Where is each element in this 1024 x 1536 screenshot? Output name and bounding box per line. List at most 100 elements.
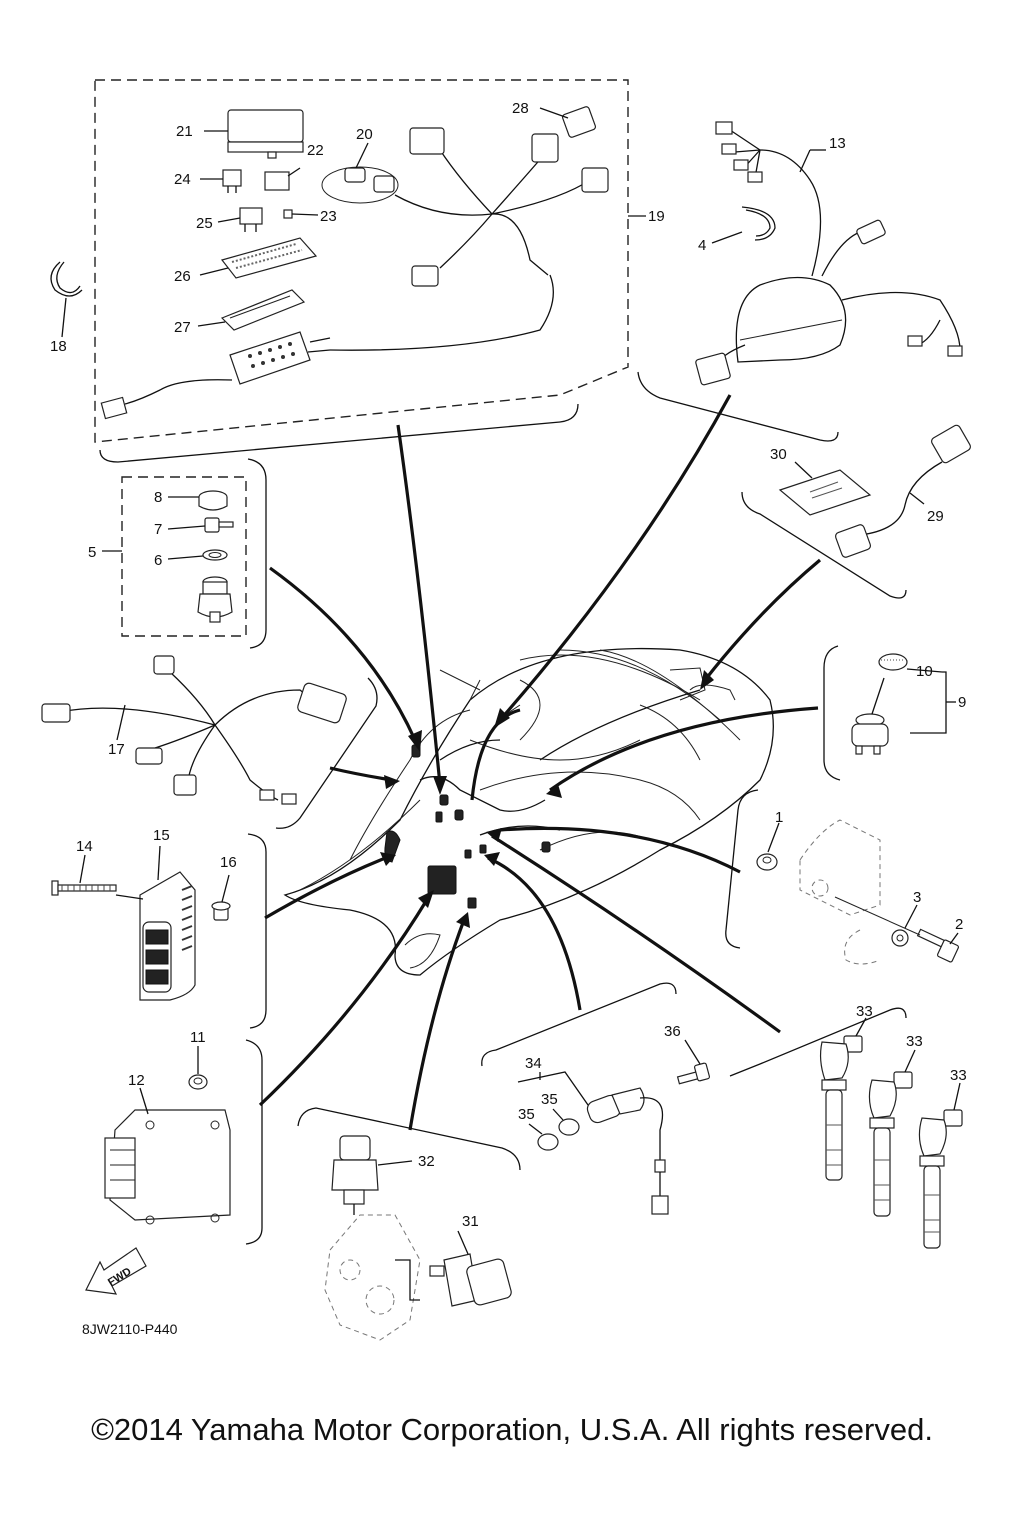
label-11: 11 <box>190 1029 206 1046</box>
label-10: 10 <box>916 663 933 680</box>
group-5-box <box>102 458 267 649</box>
label-32: 32 <box>418 1153 435 1170</box>
bracket-11-12 <box>245 1039 263 1245</box>
label-sheet-26 <box>220 237 318 279</box>
switch-9 <box>851 677 889 755</box>
main-switch <box>197 576 233 623</box>
label-22: 22 <box>307 142 324 159</box>
part-labels: 1 2 3 4 5 6 7 8 9 10 11 12 13 14 15 16 1… <box>50 100 967 1337</box>
label-14: 14 <box>76 838 93 855</box>
bracket-17 <box>275 677 378 829</box>
cover-27 <box>220 289 306 331</box>
pump-ghost <box>324 1214 421 1341</box>
sensor-34 <box>586 1087 669 1215</box>
label-29: 29 <box>927 508 944 525</box>
group-19-box <box>94 79 629 463</box>
fwd-arrow-icon <box>85 1247 147 1295</box>
group-1-3-bracket <box>725 789 759 949</box>
label-26: 26 <box>174 268 191 285</box>
label-5: 5 <box>88 544 96 561</box>
label-19: 19 <box>648 208 665 225</box>
coil-33b <box>868 1049 916 1217</box>
label-4: 4 <box>698 237 706 254</box>
label-27: 27 <box>174 319 191 336</box>
label-25: 25 <box>196 215 213 232</box>
label-18: 18 <box>50 338 67 355</box>
bracket-34-36 <box>481 982 677 1067</box>
nut-11 <box>188 1046 208 1090</box>
label-13: 13 <box>829 135 846 152</box>
fuse-box-21 <box>227 109 304 159</box>
label-7: 7 <box>154 521 162 538</box>
leader-lines-19 <box>197 107 646 327</box>
label-35a: 35 <box>518 1106 535 1123</box>
relay-25 <box>239 207 263 232</box>
label-21: 21 <box>176 123 193 140</box>
label-9: 9 <box>958 694 966 711</box>
label-8: 8 <box>154 489 162 506</box>
label-30: 30 <box>770 446 787 463</box>
harness-17 <box>41 655 347 805</box>
label-33c: 33 <box>950 1067 967 1084</box>
bracket-33 <box>729 1007 907 1077</box>
label-33b: 33 <box>906 1033 923 1050</box>
relay-22 <box>264 171 290 191</box>
cap-10 <box>878 653 943 673</box>
label-30 <box>778 461 872 516</box>
label-23: 23 <box>320 208 337 225</box>
label-15: 15 <box>153 827 170 844</box>
label-28: 28 <box>512 100 529 117</box>
nut-1 <box>756 822 780 871</box>
arrowheads <box>380 670 714 928</box>
label-2: 2 <box>955 916 963 933</box>
junction-block <box>229 331 331 385</box>
collar-16 <box>211 874 231 921</box>
bracket-13 <box>637 371 839 442</box>
meter-harness-13 <box>695 121 963 386</box>
key-7 <box>167 517 234 533</box>
washer-3 <box>891 904 918 947</box>
sensor-31 <box>429 1230 512 1307</box>
label-20: 20 <box>356 126 373 143</box>
sensor-32 <box>331 1135 413 1215</box>
label-16: 16 <box>220 854 237 871</box>
harness-19 <box>100 106 609 420</box>
oring-35b <box>552 1108 580 1136</box>
label-31: 31 <box>462 1213 479 1230</box>
ecu-12 <box>104 1087 231 1225</box>
group-34-bracket <box>517 1071 596 1116</box>
coil-33a <box>819 1017 867 1181</box>
bracket-14-16 <box>247 833 267 1029</box>
fuse-23 <box>283 209 293 219</box>
label-6: 6 <box>154 552 162 569</box>
copyright-notice: ©2014 Yamaha Motor Corporation, U.S.A. A… <box>91 1412 933 1447</box>
group-9-bracket <box>823 645 956 781</box>
cap-8 <box>168 490 228 511</box>
label-12: 12 <box>128 1072 145 1089</box>
coil-33c <box>918 1082 963 1249</box>
label-24: 24 <box>174 171 191 188</box>
clamp-18 <box>50 261 83 338</box>
bolt-2 <box>834 896 959 963</box>
relay-24 <box>222 169 242 193</box>
heavy-leaders <box>258 394 822 1131</box>
label-3: 3 <box>913 889 921 906</box>
oring-35a <box>528 1123 559 1151</box>
label-33a: 33 <box>856 1003 873 1020</box>
label-1: 1 <box>775 809 783 826</box>
label-17: 17 <box>108 741 125 758</box>
sensor-harness-29 <box>834 424 971 558</box>
label-36: 36 <box>664 1023 681 1040</box>
clamp-4 <box>711 206 776 244</box>
nut-6 <box>167 549 228 561</box>
label-35b: 35 <box>541 1091 558 1108</box>
regulator-15 <box>115 845 196 1001</box>
drawing-code: 8JW2110-P440 <box>82 1321 178 1337</box>
bolt-36 <box>676 1039 711 1085</box>
label-34: 34 <box>525 1055 542 1072</box>
watercraft-hull <box>283 647 774 976</box>
bolt-14 <box>51 854 117 896</box>
mount-ghost <box>799 819 881 965</box>
bracket-29 <box>741 491 907 599</box>
